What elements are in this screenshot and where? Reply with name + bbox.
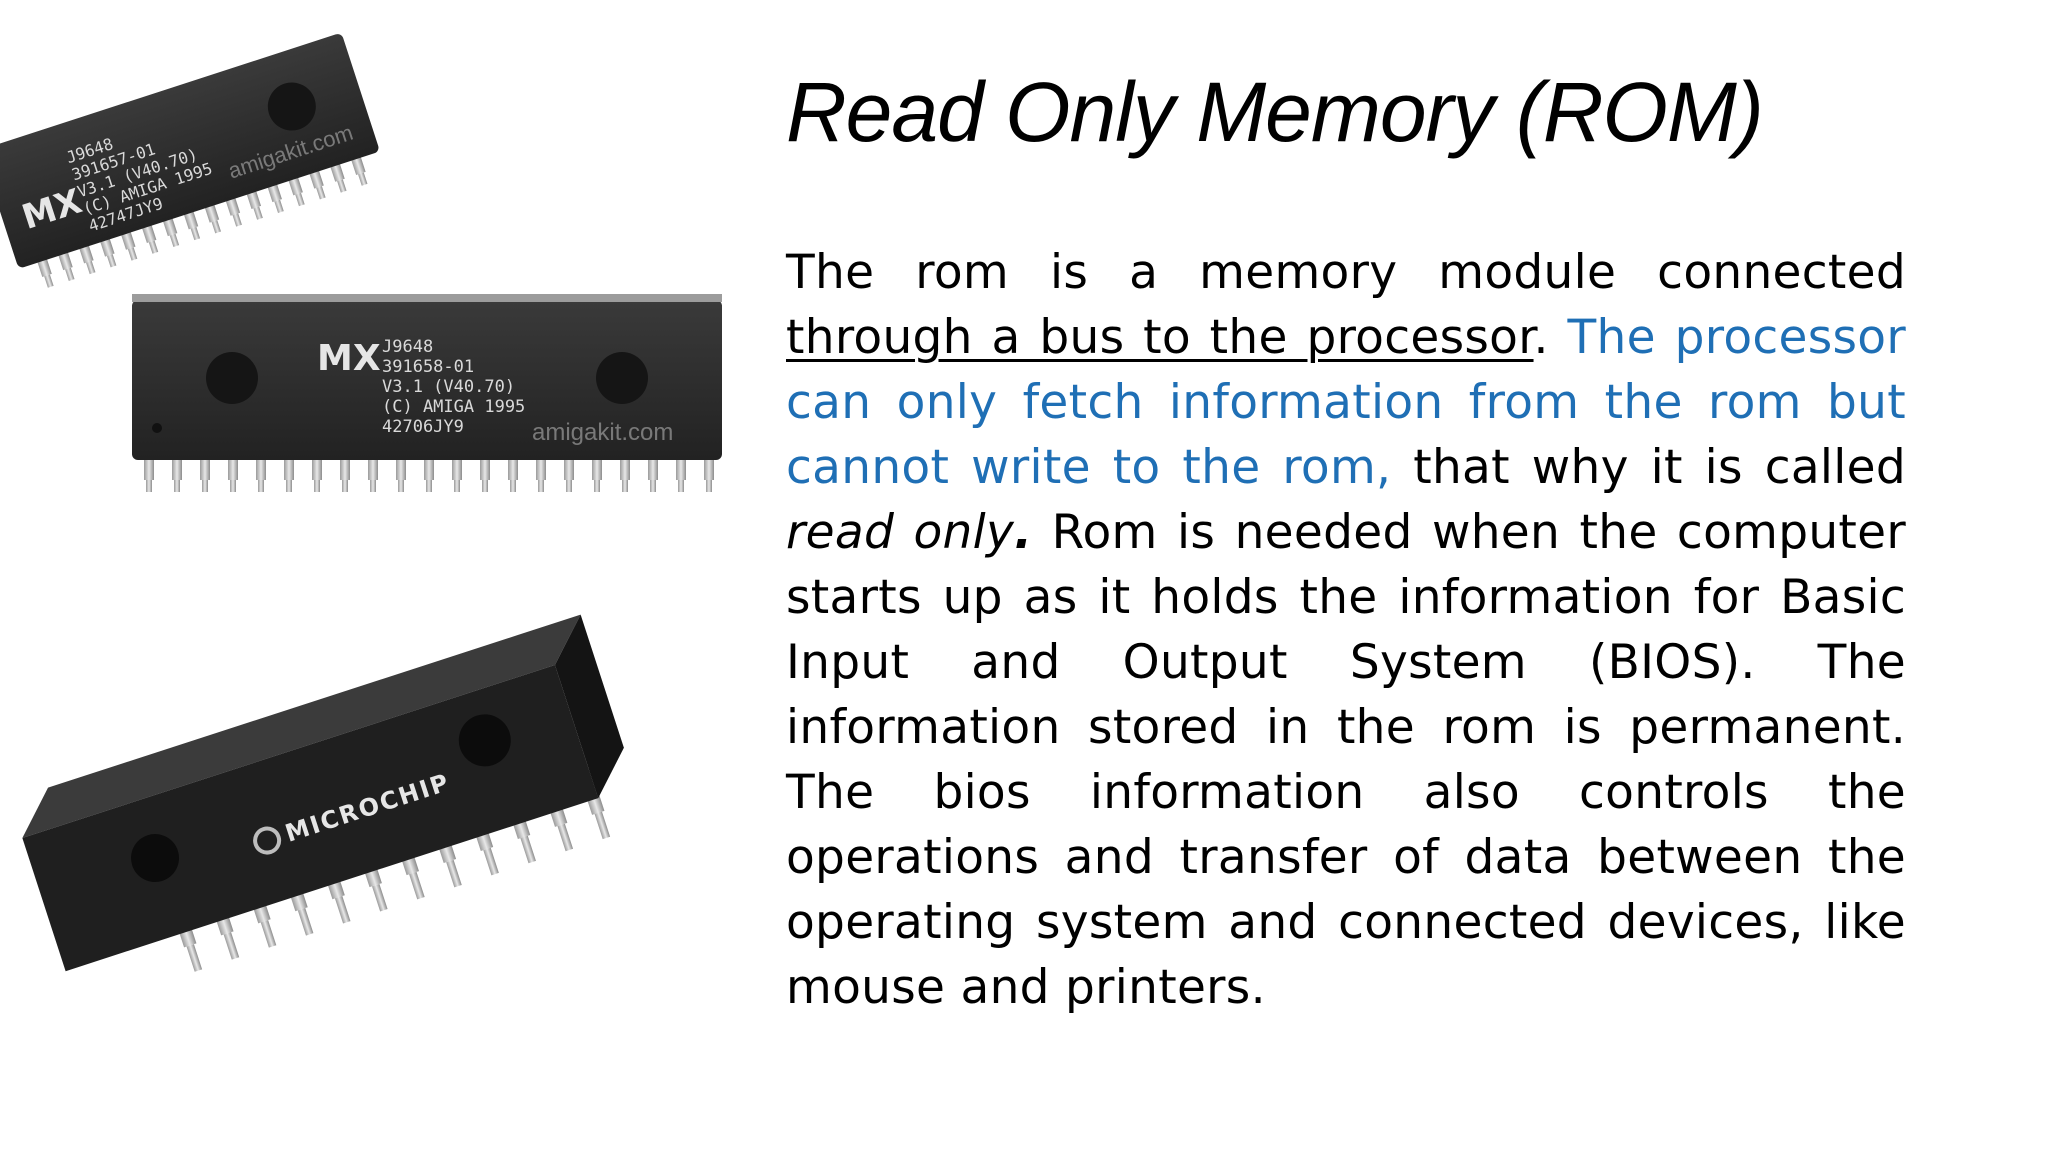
body-text-4: Rom is needed when the computer starts u… [786,505,1906,1015]
body-text-underlined: through a bus to the processor [786,310,1534,365]
chip-2-line-1: J9648 [382,337,433,357]
chip-1: MX J9648 391657-01 V3.1 (V40.70) (C) AMI… [0,34,379,289]
body-text-3: that why it is called [1391,440,1906,495]
body-text-italic: read only [786,505,1015,560]
chip-2-line-4: (C) AMIGA 1995 [382,397,525,417]
chip-2-line-2: 391658-01 [382,357,474,377]
chip-3: MICROCHIP [22,614,624,973]
chip-2-line-5: 42706JY9 [382,417,464,437]
chip-2-watermark: amigakit.com [532,419,673,446]
body-text-highlighted: The processor can only fetch information… [786,310,1906,495]
body-text-2: . [1533,310,1568,365]
chip-photos: MX J9648 391657-01 V3.1 (V40.70) (C) AMI… [0,0,760,1152]
chip-2: MX J9648 391658-01 V3.1 (V40.70) (C) AMI… [132,294,722,492]
chip-2-brand: MX [317,338,381,379]
body-text-bold-italic: . [1014,505,1033,560]
chip-2-line-3: V3.1 (V40.70) [382,377,515,397]
slide-title: Read Only Memory (ROM) [786,65,1764,159]
slide-body: The rom is a memory module connected thr… [786,240,1906,1020]
body-text-1: The rom is a memory module connected [786,245,1906,300]
